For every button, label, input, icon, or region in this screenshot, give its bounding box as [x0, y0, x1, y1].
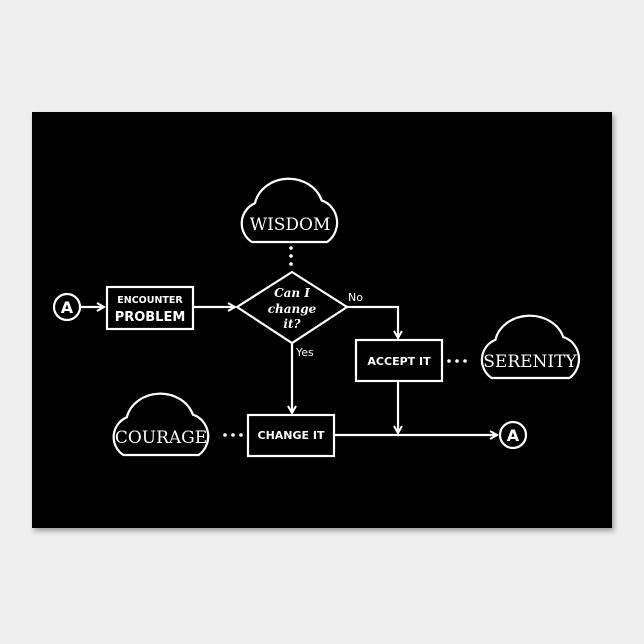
decision-line2: change	[268, 302, 317, 316]
wisdom-cloud: WISDOM	[240, 177, 339, 244]
yes-label: Yes	[295, 346, 314, 359]
end-connector-label: A	[507, 426, 520, 445]
encounter-problem-box: ENCOUNTER PROBLEM	[105, 285, 195, 331]
courage-label: COURAGE	[115, 428, 207, 448]
serenity-cloud: SERENITY	[480, 314, 581, 380]
serenity-label: SERENITY	[483, 352, 577, 372]
cloud-shape	[112, 392, 210, 457]
cloud-shape	[240, 177, 339, 244]
decision-diamond: Can I change it?	[234, 270, 350, 345]
start-connector-label: A	[61, 298, 74, 317]
end-connector: A	[498, 420, 528, 450]
wisdom-label: WISDOM	[250, 215, 331, 235]
decision-line3: it?	[283, 317, 301, 331]
start-connector: A	[52, 292, 82, 322]
change-label: CHANGE IT	[258, 429, 325, 442]
encounter-line2: PROBLEM	[115, 310, 186, 325]
arrow-no-to-accept	[347, 305, 398, 338]
decision-line1: Can I	[274, 286, 310, 300]
courage-cloud: COURAGE	[112, 392, 210, 457]
accept-label: ACCEPT IT	[367, 355, 431, 368]
dotted-link-serenity	[447, 359, 467, 363]
change-it-box: CHANGE IT	[246, 413, 336, 458]
encounter-line1: ENCOUNTER	[117, 295, 183, 306]
accept-it-box: ACCEPT IT	[354, 338, 444, 383]
dotted-link-wisdom	[289, 246, 293, 266]
no-label: No	[348, 291, 363, 304]
cloud-shape	[480, 314, 581, 380]
dotted-link-courage	[223, 433, 243, 437]
